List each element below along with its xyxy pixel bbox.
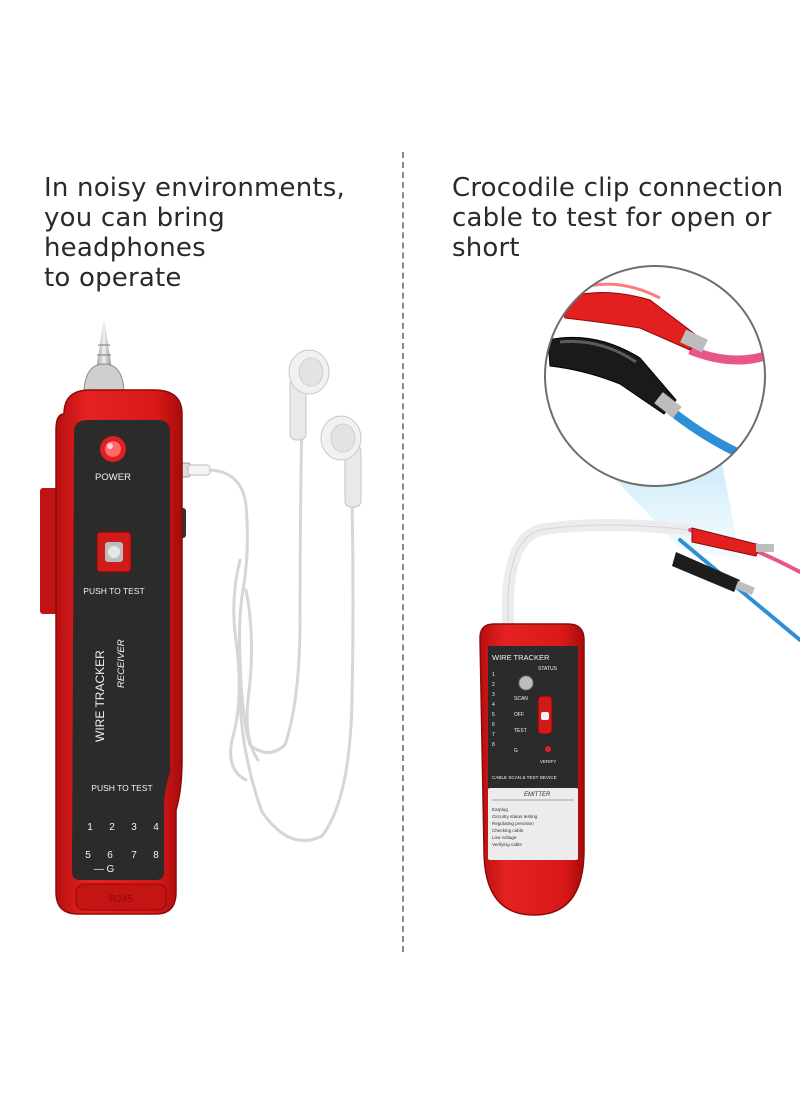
pin-number: 5: [85, 850, 91, 861]
clip-zoom-circle: [544, 265, 766, 487]
test-label: TEST: [514, 728, 527, 734]
earbud-icon: [288, 349, 330, 441]
feature-item: Checking cable: [492, 828, 524, 833]
caption-crocodile-clip: Crocodile clip connection cable to test …: [452, 173, 784, 263]
status-led: [518, 675, 534, 691]
feature-item: Circuitry status testing: [492, 814, 538, 819]
red-clip-icon: [691, 527, 774, 557]
pin-led: 6: [492, 722, 495, 728]
feature-list: Earplug Circuitry status testing Regulat…: [492, 807, 538, 847]
black-clip-icon: [547, 336, 682, 418]
dashed-divider: [402, 152, 404, 952]
push-to-test-label-top: PUSH TO TEST: [83, 586, 144, 596]
pin-number: 2: [109, 822, 115, 833]
feature-item: Regulating precision: [492, 821, 534, 826]
pin-led: 7: [492, 732, 495, 738]
emitter-title: WIRE TRACKER: [492, 653, 550, 662]
ground-label: — G: [94, 864, 115, 875]
verify-label: VERIFY: [540, 759, 556, 764]
push-to-test-button[interactable]: [96, 531, 132, 573]
pin-led: G: [514, 748, 518, 754]
pin-led: 2: [492, 682, 495, 688]
emitter-cable: [501, 519, 800, 642]
black-clip-icon: [672, 552, 755, 596]
verify-led: [545, 746, 551, 752]
pin-led: 5: [492, 712, 495, 718]
pin-number: 3: [131, 822, 137, 833]
earbud-icon: [320, 415, 362, 508]
pin-number: 1: [87, 822, 93, 833]
pin-number: 8: [153, 850, 159, 861]
feature-item: Low voltage: [492, 835, 517, 840]
pin-led: 8: [492, 742, 495, 748]
receiver-subtitle: RECEIVER: [116, 639, 127, 688]
pin-number: 7: [131, 850, 137, 861]
feature-item: Verifying cable: [492, 842, 522, 847]
status-label: STATUS: [538, 666, 558, 672]
earphones: [208, 349, 362, 842]
caption-headphones: In noisy environments, you can bring hea…: [44, 173, 346, 293]
svg-text:RJ45: RJ45: [109, 894, 133, 905]
off-label: OFF: [514, 712, 524, 718]
mode-switch[interactable]: [537, 695, 553, 735]
emitter-model: EMITTER: [524, 792, 551, 798]
receiver-device: RJ45 POWER PUSH TO TEST WIRE TRACKER REC…: [40, 318, 211, 915]
device-line: CABLE SCAN & TEST DEVICE: [492, 775, 557, 780]
pin-number: 4: [153, 822, 159, 833]
power-label: POWER: [95, 472, 131, 483]
probe-tip: [83, 318, 125, 396]
pin-number: 6: [107, 850, 113, 861]
emitter-device: WIRE TRACKER STATUS 1 2 3 4 5 6 7 8 G SC…: [479, 623, 585, 916]
power-led: [100, 436, 126, 462]
pin-led: 1: [492, 672, 495, 678]
emitter-pin-leds: 1 2 3 4 5 6 7 8 G: [492, 672, 518, 754]
feature-item: Earplug: [492, 807, 508, 812]
push-to-test-label-bottom: PUSH TO TEST: [91, 783, 152, 793]
scan-label: SCAN: [514, 696, 528, 702]
pin-numbers-row-2: 5 6 7 8: [85, 850, 159, 861]
pin-led: 3: [492, 692, 495, 698]
pin-led: 4: [492, 702, 495, 708]
wire-tracker-title: WIRE TRACKER: [93, 650, 107, 742]
pin-numbers-row-1: 1 2 3 4: [87, 822, 159, 833]
